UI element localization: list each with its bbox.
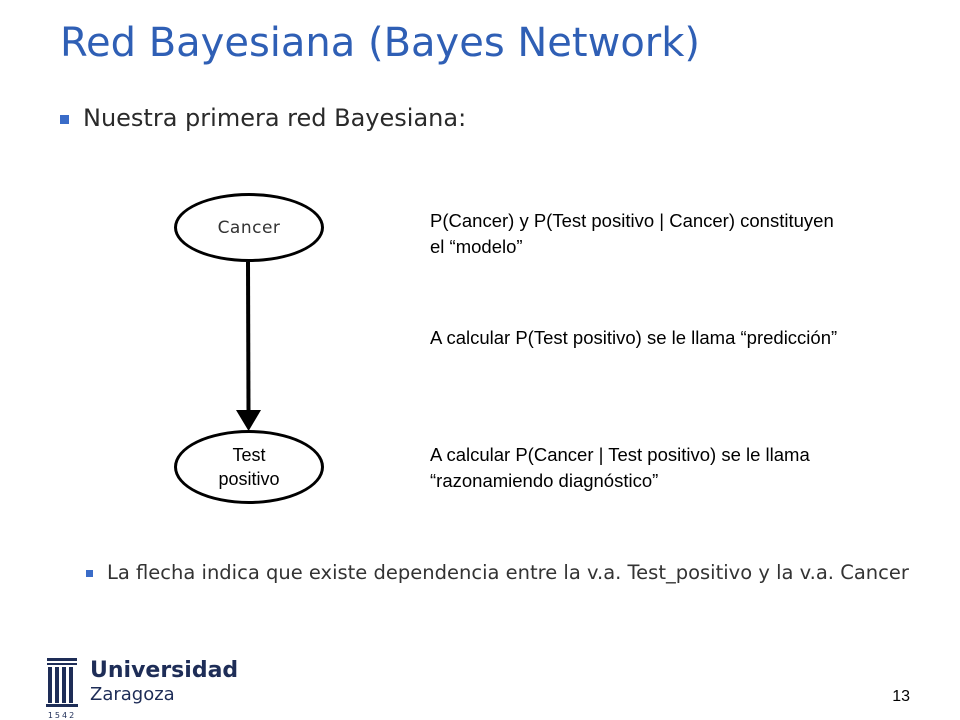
sub-bullet: La flecha indica que existe dependencia … [86, 560, 916, 586]
logo-year: 1542 [48, 711, 76, 720]
logo-name-line2: Zaragoza [90, 684, 175, 705]
node-test-label: Test positivo [218, 445, 280, 489]
main-bullet-text: Nuestra primera red Bayesiana: [83, 104, 467, 132]
note-prediction: A calcular P(Test positivo) se le llama … [430, 327, 838, 348]
node-cancer-label: Cancer [217, 217, 281, 238]
university-logo: 1542 Universidad Zaragoza [44, 658, 238, 720]
university-crest-icon: 1542 [46, 658, 78, 720]
bullet-square-icon [86, 570, 93, 577]
arrow-shaft [246, 261, 251, 413]
node-cancer: Cancer [174, 193, 324, 262]
page-number: 13 [892, 688, 910, 705]
note-diagnosis: A calcular P(Cancer | Test positivo) se … [430, 444, 810, 491]
logo-name-line1: Universidad [90, 658, 239, 683]
main-bullet: Nuestra primera red Bayesiana: [60, 104, 466, 132]
bullet-square-icon [60, 115, 69, 124]
arrow-head-icon [236, 410, 261, 431]
sub-bullet-text: La flecha indica que existe dependencia … [107, 561, 909, 584]
note-model: P(Cancer) y P(Test positivo | Cancer) co… [430, 210, 834, 257]
slide-title: Red Bayesiana (Bayes Network) [60, 20, 700, 66]
node-test-positivo: Test positivo [174, 430, 324, 504]
